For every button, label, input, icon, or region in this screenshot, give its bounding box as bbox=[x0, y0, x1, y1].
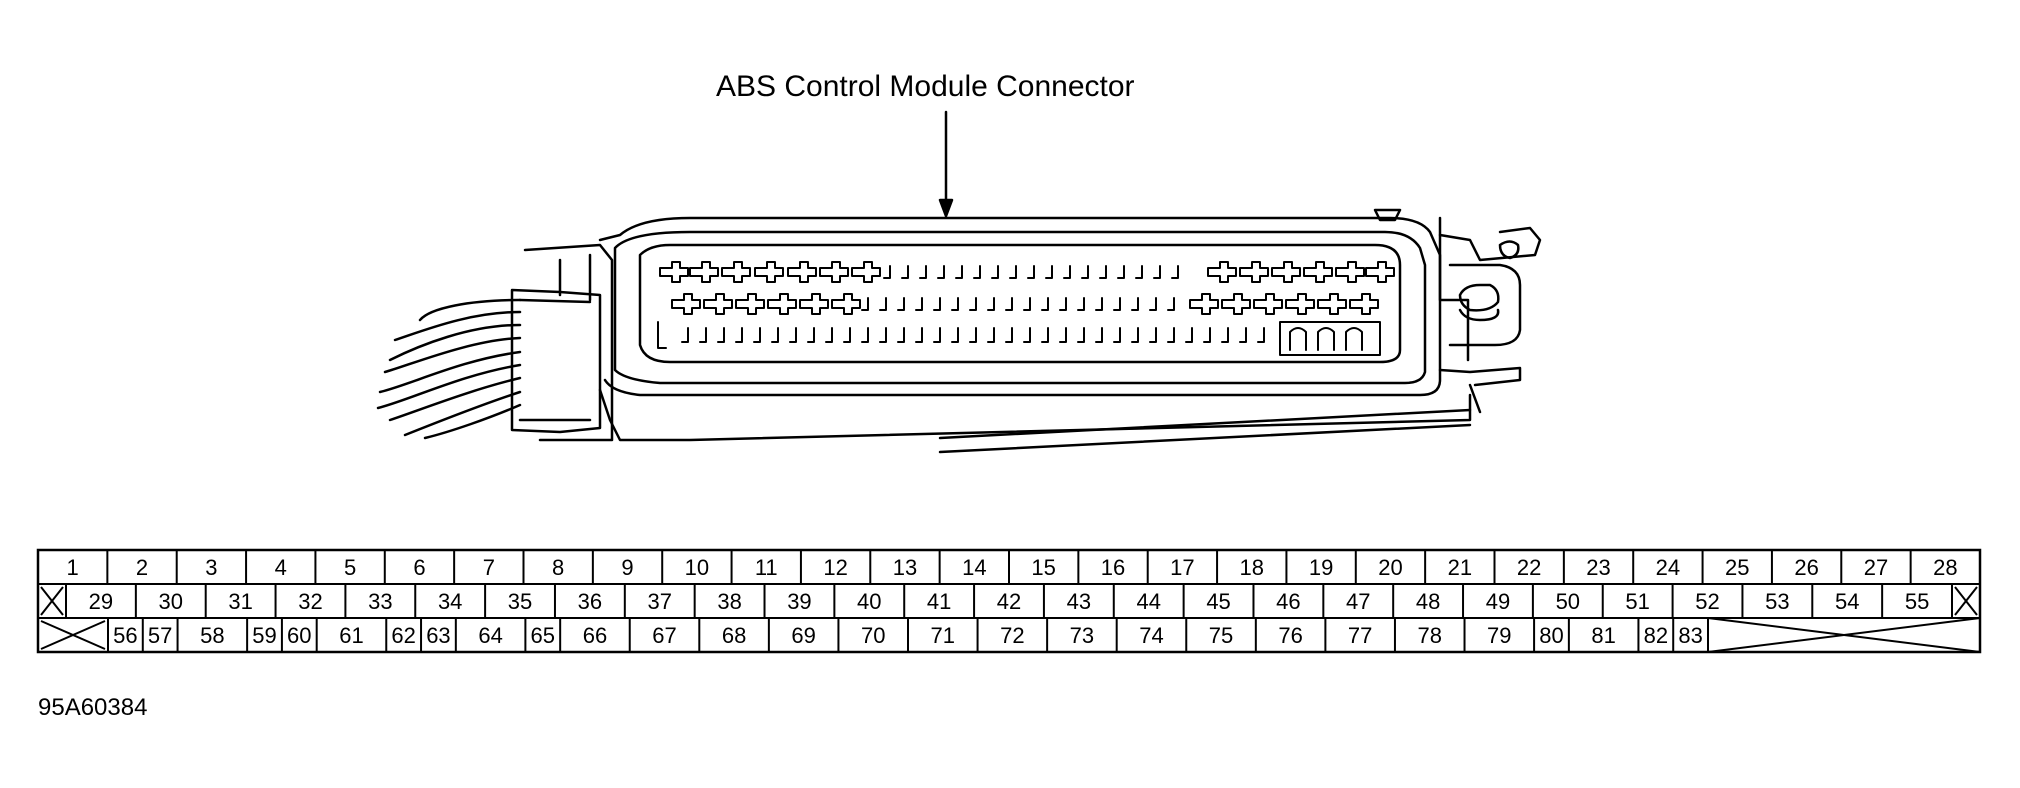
pin-number: 49 bbox=[1486, 589, 1510, 614]
pin-number: 9 bbox=[621, 555, 633, 580]
pin-number: 28 bbox=[1933, 555, 1957, 580]
pin-number: 12 bbox=[823, 555, 847, 580]
pin-number: 6 bbox=[413, 555, 425, 580]
pin-number: 74 bbox=[1139, 623, 1163, 648]
pin-number: 18 bbox=[1240, 555, 1264, 580]
cavity-row-2 bbox=[671, 293, 1379, 315]
pin-number: 58 bbox=[200, 623, 224, 648]
pin-number: 46 bbox=[1276, 589, 1300, 614]
cavity-row-1 bbox=[659, 261, 1395, 283]
pin-number: 25 bbox=[1725, 555, 1749, 580]
pin-number: 47 bbox=[1346, 589, 1370, 614]
unused-cavity-mark bbox=[1707, 617, 1981, 653]
figure-code: 95A60384 bbox=[38, 694, 148, 721]
pin-number: 54 bbox=[1835, 589, 1859, 614]
pin-number: 79 bbox=[1487, 623, 1511, 648]
pin-number: 30 bbox=[159, 589, 183, 614]
pin-number: 3 bbox=[205, 555, 217, 580]
unused-cavity-mark bbox=[40, 620, 106, 650]
pin-number: 41 bbox=[927, 589, 951, 614]
pin-number: 27 bbox=[1864, 555, 1888, 580]
pin-number: 23 bbox=[1586, 555, 1610, 580]
pin-number: 1 bbox=[67, 555, 79, 580]
pin-number: 10 bbox=[685, 555, 709, 580]
unused-cavity-mark bbox=[40, 586, 64, 616]
pin-number: 43 bbox=[1067, 589, 1091, 614]
pin-number: 8 bbox=[552, 555, 564, 580]
pin-number: 73 bbox=[1070, 623, 1094, 648]
pin-number: 81 bbox=[1591, 623, 1615, 648]
pin-number: 32 bbox=[298, 589, 322, 614]
pin-number: 69 bbox=[791, 623, 815, 648]
pin-number: 56 bbox=[113, 623, 137, 648]
pin-number: 82 bbox=[1644, 623, 1668, 648]
pin-number: 68 bbox=[722, 623, 746, 648]
pin-number: 35 bbox=[508, 589, 532, 614]
pin-number: 83 bbox=[1678, 623, 1702, 648]
pin-number: 7 bbox=[483, 555, 495, 580]
pin-number: 71 bbox=[931, 623, 955, 648]
pin-number: 55 bbox=[1905, 589, 1929, 614]
pin-number: 44 bbox=[1136, 589, 1160, 614]
pin-number: 61 bbox=[339, 623, 363, 648]
pin-number: 66 bbox=[583, 623, 607, 648]
diagram-title: ABS Control Module Connector bbox=[716, 70, 1135, 103]
latch bbox=[1373, 208, 1542, 414]
pin-number: 80 bbox=[1539, 623, 1563, 648]
pin-number: 29 bbox=[89, 589, 113, 614]
pin-number: 60 bbox=[287, 623, 311, 648]
pin-number: 45 bbox=[1206, 589, 1230, 614]
pin-number: 24 bbox=[1656, 555, 1680, 580]
pin-number: 37 bbox=[647, 589, 671, 614]
pin-number: 42 bbox=[997, 589, 1021, 614]
connector-shell bbox=[598, 216, 1472, 454]
pin-number: 65 bbox=[531, 623, 555, 648]
pin-number: 62 bbox=[391, 623, 415, 648]
pin-number: 48 bbox=[1416, 589, 1440, 614]
pin-number: 11 bbox=[755, 555, 778, 580]
pin-number: 50 bbox=[1556, 589, 1580, 614]
pin-number: 31 bbox=[228, 589, 252, 614]
pin-number: 76 bbox=[1278, 623, 1302, 648]
pin-number: 39 bbox=[787, 589, 811, 614]
pin-number: 52 bbox=[1695, 589, 1719, 614]
pin-number: 59 bbox=[252, 623, 276, 648]
pin-number: 78 bbox=[1417, 623, 1441, 648]
pin-number: 53 bbox=[1765, 589, 1789, 614]
unused-cavity-mark bbox=[1954, 586, 1978, 616]
pin-number: 34 bbox=[438, 589, 462, 614]
pin-number: 13 bbox=[893, 555, 917, 580]
pin-number: 40 bbox=[857, 589, 881, 614]
pin-number: 15 bbox=[1031, 555, 1055, 580]
strain-relief bbox=[510, 243, 614, 442]
pin-number: 21 bbox=[1448, 555, 1472, 580]
pin-number: 4 bbox=[275, 555, 287, 580]
pin-number: 16 bbox=[1101, 555, 1125, 580]
pin-number: 17 bbox=[1170, 555, 1194, 580]
wire-bundle bbox=[376, 298, 522, 440]
pin-number: 2 bbox=[136, 555, 148, 580]
pin-number: 38 bbox=[717, 589, 741, 614]
pin-number: 20 bbox=[1378, 555, 1402, 580]
pin-number: 33 bbox=[368, 589, 392, 614]
pin-number: 14 bbox=[962, 555, 986, 580]
pin-number: 19 bbox=[1309, 555, 1333, 580]
pin-number: 64 bbox=[478, 623, 502, 648]
pin-number: 67 bbox=[652, 623, 676, 648]
pin-number: 26 bbox=[1794, 555, 1818, 580]
pin-number: 63 bbox=[426, 623, 450, 648]
pin-number: 77 bbox=[1348, 623, 1372, 648]
cavity-row-3 bbox=[657, 321, 1381, 356]
pin-number: 5 bbox=[344, 555, 356, 580]
pin-number: 36 bbox=[578, 589, 602, 614]
pin-number: 51 bbox=[1625, 589, 1649, 614]
pin-number: 72 bbox=[1000, 623, 1024, 648]
pin-number: 70 bbox=[861, 623, 885, 648]
pin-number: 57 bbox=[148, 623, 172, 648]
pin-number: 22 bbox=[1517, 555, 1541, 580]
pin-number: 75 bbox=[1209, 623, 1233, 648]
